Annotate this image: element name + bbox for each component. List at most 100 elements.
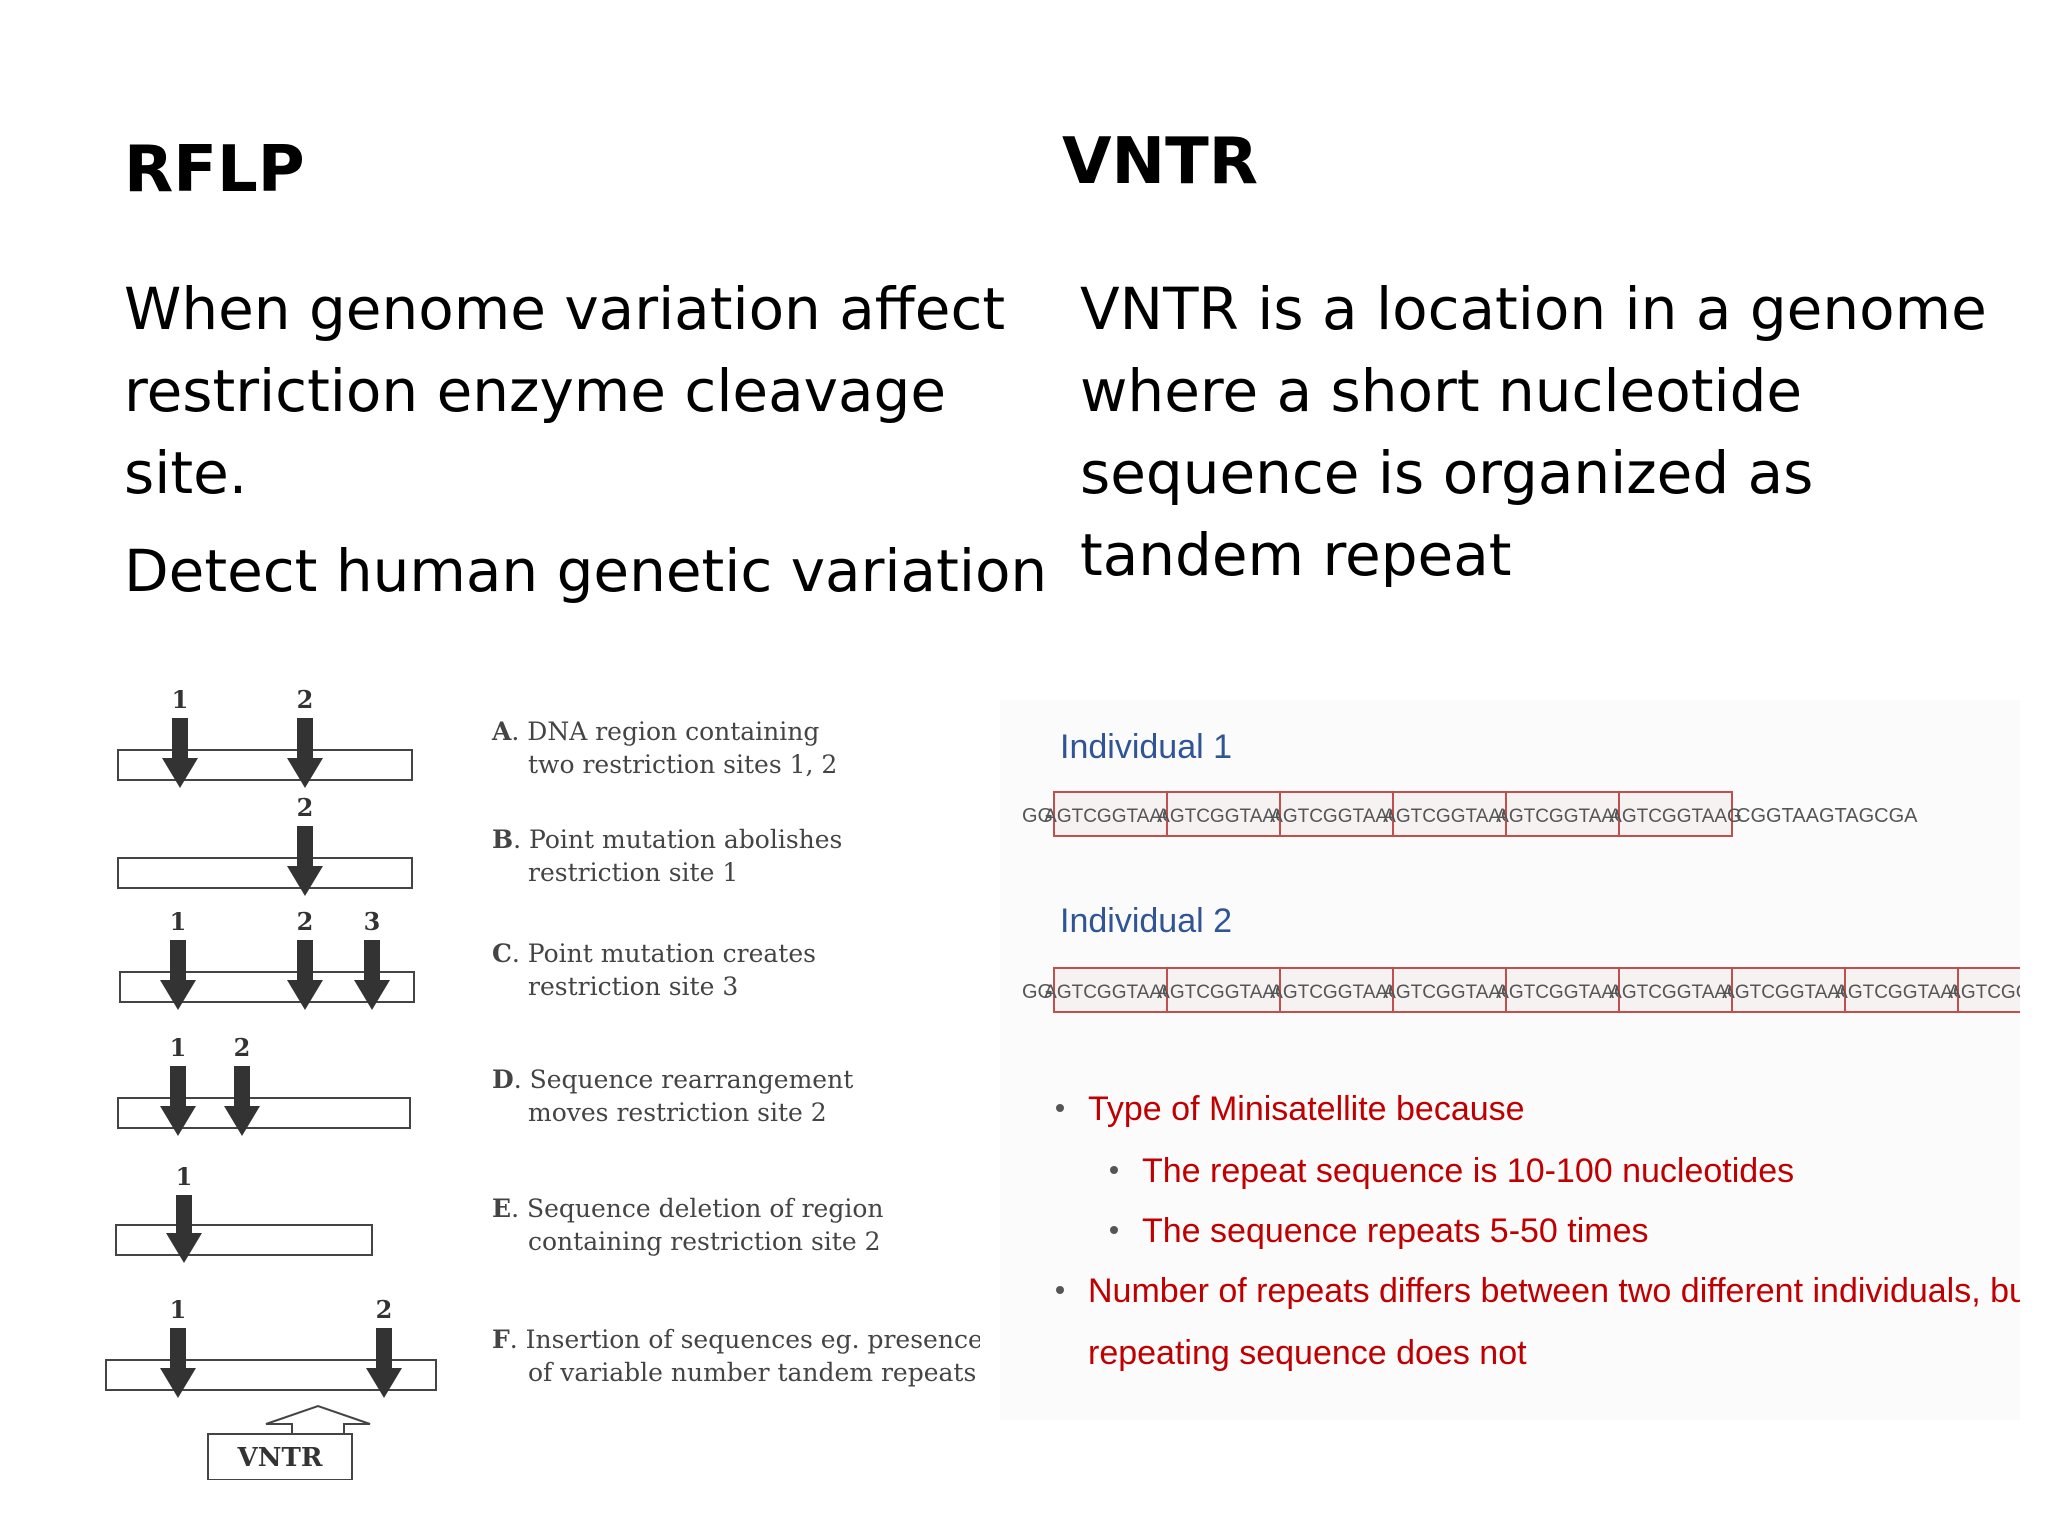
rflp-description-line: When genome variation affect	[124, 275, 1006, 343]
repeat-sequence: AGTCGGTAAG	[1948, 982, 2020, 1003]
vntr-individual: Individual 2GGTAGTCGGTAAGAGTCGGTAAGAGTCG…	[1022, 902, 2020, 1013]
bullet-dot	[1110, 1226, 1118, 1234]
restriction-site-arrow	[160, 1328, 196, 1398]
rflp-caption-letter: B	[492, 825, 513, 854]
repeat-sequence: AGTCGGTAAG	[1496, 982, 1629, 1003]
repeat-unit	[1505, 967, 1620, 1013]
repeat-sequence: AGTCGGTAAG	[1496, 806, 1629, 827]
bullet-text: The sequence repeats 5-50 times	[1142, 1212, 1649, 1250]
bullet-dot	[1110, 1166, 1118, 1174]
repeat-unit	[1166, 967, 1281, 1013]
rflp-caption-line: restriction site 3	[528, 972, 738, 1001]
repeat-unit	[1279, 967, 1394, 1013]
restriction-site-arrow	[160, 940, 196, 1010]
dna-bar	[117, 1097, 411, 1129]
rflp-caption-line: D. Sequence rearrangement	[492, 1065, 853, 1094]
repeat-sequence: AGTCGGTAAG	[1157, 982, 1290, 1003]
rflp-caption-letter: D	[492, 1065, 514, 1094]
bullet-text: Type of Minisatellite because	[1088, 1090, 1525, 1128]
rflp-caption-letter: C	[492, 939, 512, 968]
bullet-dot	[1056, 1104, 1064, 1112]
rflp-row-e: 1E. Sequence deletion of regioncontainin…	[115, 1162, 884, 1263]
rflp-description-line: restriction enzyme cleavage	[124, 357, 947, 425]
repeat-sequence: AGTCGGTAAG	[1383, 806, 1516, 827]
restriction-site-arrow	[287, 940, 323, 1010]
restriction-site-arrow	[366, 1328, 402, 1398]
individual-label: Individual 1	[1060, 728, 1232, 766]
rflp-caption-line: E. Sequence deletion of region	[492, 1194, 884, 1223]
repeat-unit	[1618, 791, 1733, 837]
rflp-row-b: 2B. Point mutation abolishes restriction …	[117, 793, 842, 896]
repeat-unit	[1392, 791, 1507, 837]
insertion-arrow	[265, 1404, 371, 1434]
rflp-caption-text: . Point mutation abolishes	[513, 825, 842, 854]
site-number: 3	[364, 907, 381, 936]
rflp-caption-letter: E	[492, 1194, 511, 1223]
site-number: 1	[176, 1162, 193, 1191]
rflp-caption-text: . Sequence rearrangement	[514, 1065, 854, 1094]
site-number: 1	[170, 907, 187, 936]
site-number: 2	[297, 907, 314, 936]
vntr-description-line: tandem repeat	[1080, 521, 1512, 589]
repeat-sequence: AGTCGGTAAG	[1722, 982, 1855, 1003]
site-number: 1	[170, 1295, 187, 1324]
repeat-sequence: AGTCGGTAAG	[1157, 806, 1290, 827]
rflp-caption-line: F. Insertion of sequences eg. presence	[492, 1325, 980, 1354]
rflp-caption-letter: A	[491, 717, 512, 746]
individual-label: Individual 2	[1060, 902, 1232, 940]
site-number: 2	[297, 685, 314, 714]
restriction-site-arrow	[162, 718, 198, 788]
restriction-site-arrow	[224, 1066, 260, 1136]
vntr-diagram: Individual 1GGTAGTCGGTAAGAGTCGGTAAGAGTCG…	[1000, 700, 2020, 1420]
rflp-caption-text: . Sequence deletion of region	[511, 1194, 883, 1223]
bullet-text: The repeat sequence is 10-100 nucleotide…	[1142, 1152, 1794, 1190]
rflp-description: When genome variation affect restriction…	[124, 268, 1005, 514]
rflp-caption-text: . Insertion of sequences eg. presence	[510, 1325, 980, 1354]
rflp-caption-text: . DNA region containing	[511, 717, 819, 746]
restriction-site-arrow	[287, 718, 323, 788]
flank-sequence: CGGTAAGTAGCGA	[1736, 805, 1918, 827]
rflp-caption-line: A. DNA region containing	[491, 717, 819, 746]
site-number: 1	[170, 1033, 187, 1062]
dna-bar	[117, 857, 413, 889]
vntr-individual: Individual 1GGTAGTCGGTAAGAGTCGGTAAGAGTCG…	[1022, 728, 1918, 837]
rflp-caption-line: of variable number tandem repeats	[528, 1358, 976, 1387]
repeat-unit	[1957, 967, 2020, 1013]
rflp-purpose: Detect human genetic variation	[124, 537, 1048, 605]
repeat-unit	[1731, 967, 1846, 1013]
rflp-description-line: site.	[124, 439, 248, 507]
bullet-dot	[1056, 1286, 1064, 1294]
repeat-unit	[1618, 967, 1733, 1013]
rflp-title: RFLP	[124, 133, 305, 207]
site-number: 2	[376, 1295, 393, 1324]
vntr-description-line: where a short nucleotide	[1080, 357, 1803, 425]
rflp-caption-line: containing restriction site 2	[528, 1227, 880, 1256]
site-number: 1	[172, 685, 189, 714]
vntr-description-line: VNTR is a location in a genome	[1080, 275, 1987, 343]
bullet-text: Number of repeats differs between two di…	[1088, 1272, 2020, 1310]
repeat-sequence: AGTCGGTAAG	[1609, 982, 1742, 1003]
repeat-sequence: AGTCGGTAAG	[1270, 982, 1403, 1003]
rflp-caption-letter: F	[492, 1325, 510, 1354]
repeat-unit	[1505, 791, 1620, 837]
vntr-insert-box	[207, 1433, 353, 1480]
dna-bar	[117, 749, 413, 781]
vntr-title: VNTR	[1062, 125, 1259, 199]
vntr-description-line: sequence is organized as	[1080, 439, 1814, 507]
rflp-caption-line: restriction site 1	[528, 858, 738, 887]
rflp-caption-line: C. Point mutation creates	[492, 939, 816, 968]
repeat-sequence: AGTCGGTAAG	[1835, 982, 1968, 1003]
site-number: 2	[297, 793, 314, 822]
repeat-unit	[1392, 967, 1507, 1013]
restriction-site-arrow	[166, 1195, 202, 1263]
restriction-site-arrow	[354, 940, 390, 1010]
rflp-row-c: 1 2 3 C. Point mutation creates restriction …	[119, 907, 816, 1010]
vntr-insert-label: VNTR	[237, 1443, 323, 1473]
repeat-sequence: AGTCGGTAAG	[1044, 982, 1177, 1003]
repeat-sequence: AGTCGGTAAG	[1044, 806, 1177, 827]
repeat-sequence: AGTCGGTAAG	[1383, 982, 1516, 1003]
